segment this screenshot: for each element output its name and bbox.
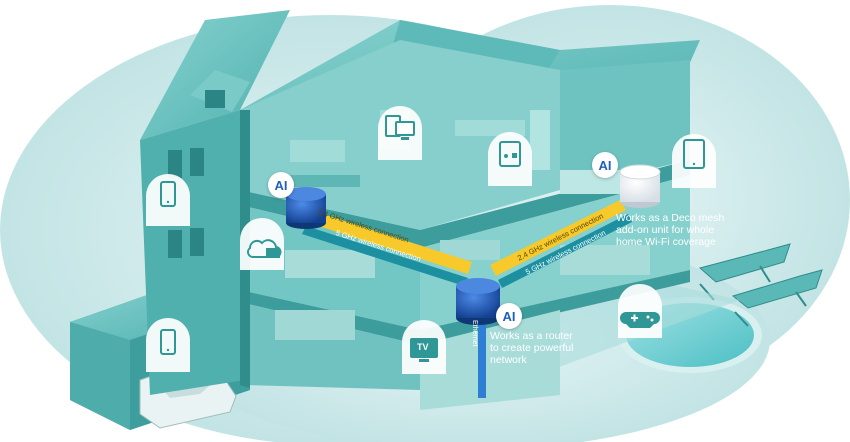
router-description: Works as a router to create powerful net… [490, 330, 574, 366]
bubble-gamepad-upper [488, 132, 532, 186]
bubble-phone-garage [146, 318, 190, 372]
phone-icon [160, 181, 176, 207]
band-24-right [490, 200, 626, 276]
bubble-cloud-laptop [240, 218, 284, 270]
ai-badge-mesh: AI [592, 152, 618, 178]
gamepad-icon [620, 312, 660, 328]
bubble-tablet [672, 134, 716, 188]
loungers [698, 243, 823, 327]
tv-label: TV [417, 342, 429, 352]
gamepad-icon [499, 141, 521, 167]
deco-unit-router [456, 278, 500, 325]
ai-badge-upstairs: AI [268, 172, 294, 198]
bubble-computer [378, 106, 422, 160]
ethernet-cable [478, 312, 486, 398]
mesh-description: Works as a Deco mesh add-on unit for who… [616, 212, 725, 248]
cloud-laptop-icon [247, 239, 282, 258]
bubble-gamepad-pool [618, 284, 662, 338]
deco-unit-mesh [619, 164, 661, 208]
tv-icon [410, 338, 438, 358]
ethernet-label: Ethernet [471, 320, 478, 347]
bubble-tv [402, 320, 446, 374]
phone-icon [160, 329, 176, 355]
bubble-phone-left [146, 174, 190, 226]
band-5-right [498, 214, 632, 288]
band-24-left [306, 210, 472, 274]
tablet-icon [683, 139, 705, 169]
ai-badge-router: AI [496, 303, 522, 329]
deco-unit-upstairs [286, 187, 326, 229]
band-5-left [302, 226, 468, 286]
